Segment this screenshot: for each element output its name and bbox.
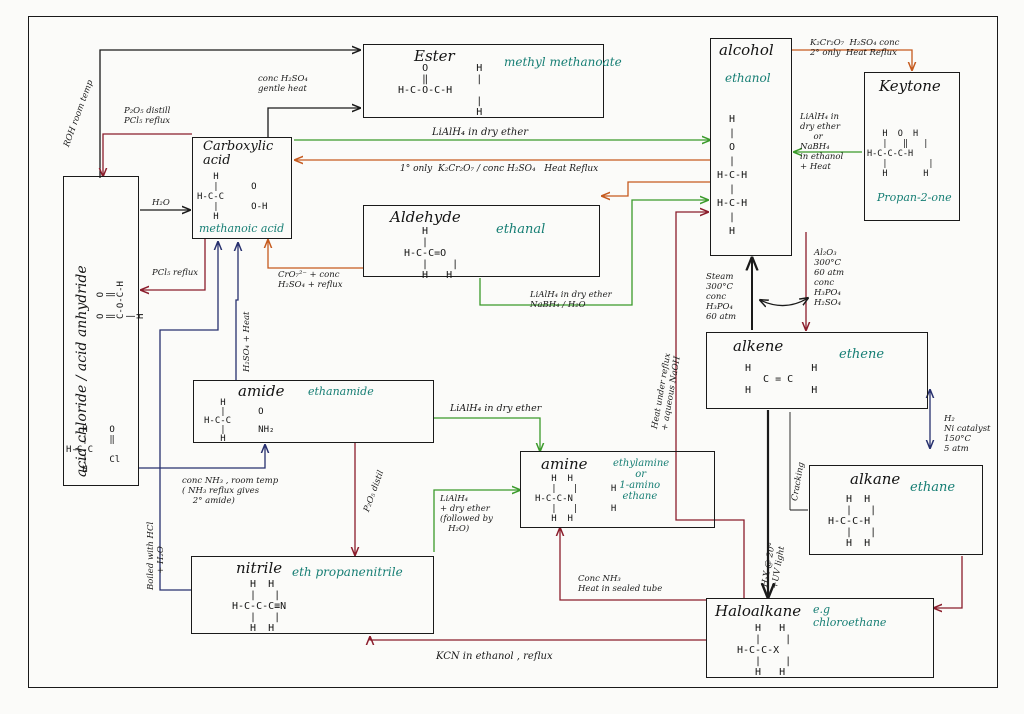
alcohol-structure: H | O | H-C-H | H-C-H | H	[717, 114, 748, 237]
node-amine: amine ethylamine or 1-amino ethane H H |…	[520, 451, 715, 528]
arrow-acid-to-ester	[267, 108, 360, 137]
label-secondary-oxidation: K₂Cr₂O₇ H₂SO₄ conc 2° only Heat Reflux	[810, 38, 900, 58]
carboxylic-acid-example: methanoic acid	[199, 222, 285, 235]
node-keytone: Keytone H O H | ‖ | H-C-C-C-H | | H H Pr…	[864, 72, 960, 221]
arrow-cracking	[789, 412, 808, 511]
arrow-haloalkane-to-nitrile	[370, 637, 706, 640]
keytone-title: Keytone	[879, 77, 941, 95]
arrow-pcl5-reflux	[141, 238, 206, 290]
arrow-acid-to-chloride-top	[103, 133, 192, 176]
aldehyde-example: ethanal	[496, 222, 546, 237]
arrow-amide-to-acid	[236, 243, 238, 380]
label-steam-hydration: Steam 300°C conc H₃PO₄ 60 atm	[706, 272, 737, 322]
ester-example: methyl methanoate	[504, 55, 622, 69]
node-alkane: alkane ethane H H | | H-C-C-H | | H H	[809, 465, 983, 555]
alcohol-example: ethanol	[725, 71, 771, 85]
label-cr2o7-conc: CrO₇²⁻ + conc H₂SO₄ + reflux	[278, 270, 343, 290]
label-lialh4-dry-ether: LiAlH₄ in dry ether	[432, 127, 529, 138]
arrow-haloalkane-to-amine	[560, 528, 706, 601]
label-keytone-reduction: LiAlH₄ in dry ether or NaBH₄ in ethanol …	[800, 112, 844, 172]
arrow-amide-to-amine	[434, 417, 540, 451]
nitrile-example: eth propanenitrile	[292, 565, 403, 579]
label-primary-oxidation: 1° only K₂Cr₂O₇ / conc H₂SO₄ Heat Reflux	[400, 164, 599, 174]
amine-structure: H H | | H H-C-C-N | | H H H	[535, 474, 617, 524]
node-acid-chloride: acid chloride / acid anhydride O O ‖ ‖ C…	[63, 176, 146, 486]
amine-example: ethylamine or 1-amino ethane	[613, 458, 670, 502]
alkane-title: alkane	[850, 470, 901, 488]
nitrile-structure: H H | | H-C-C-C≡N | | H H	[232, 579, 287, 634]
label-pcl5-reflux: PCl₅ reflux	[152, 268, 199, 278]
arrow-alkane-to-haloalkane	[934, 556, 963, 608]
label-amide-to-amine: LiAlH₄ in dry ether	[450, 403, 542, 414]
node-amide: amide ethanamide H | O H-C-C | NH₂ H	[193, 380, 434, 444]
node-carboxylic-acid: Carboxylic acid H | O H-C-C | O-H H meth…	[192, 137, 292, 239]
ester-title: Ester	[414, 47, 455, 65]
aldehyde-structure: H | H-C-C=O | | H H	[404, 226, 459, 281]
arrow-haloalkane-to-alcohol	[675, 212, 745, 598]
keytone-example: Propan-2-one	[877, 191, 952, 204]
node-nitrile: nitrile eth propanenitrile H H | | H-C-C…	[191, 556, 434, 634]
label-boiled-hcl: Boiled with HCl + H₂O	[146, 521, 166, 590]
label-hydrogenation: H₂ Ni catalyst 150°C 5 atm	[944, 414, 991, 454]
arrow-chloride-to-amide	[139, 445, 265, 469]
label-h2so4-heat: H₂SO₄ + Heat	[242, 311, 252, 372]
arrow-reversible-curve	[760, 298, 808, 306]
label-kcn-ethanol: KCN in ethanol , reflux	[436, 651, 553, 662]
alcohol-title: alcohol	[719, 41, 774, 59]
aldehyde-title: Aldehyde	[390, 208, 461, 226]
node-alkene: alkene ethene H H C = C H H	[706, 332, 928, 409]
carboxylic-acid-structure: H | O H-C-C | O-H H	[197, 172, 268, 222]
alkene-structure: H H C = C H H	[745, 363, 818, 396]
arrow-nitrile-to-amine	[433, 490, 520, 552]
label-h2o: H₂O	[152, 198, 170, 208]
alkane-structure: H H | | H-C-C-H | | H H	[828, 494, 877, 549]
alkane-example: ethane	[910, 480, 956, 495]
amide-structure: H | O H-C-C | NH₂ H	[204, 398, 275, 444]
label-nitrile-to-amine: LiAlH₄ + dry ether (followed by H₂O)	[440, 494, 493, 534]
label-dehydration: Al₂O₃ 300°C 60 atm conc H₃PO₄ H₂SO₄	[814, 248, 845, 308]
carboxylic-acid-title: Carboxylic acid	[203, 139, 274, 168]
haloalkane-structure: H H | | H-C-C-X | | H H	[737, 623, 792, 678]
node-aldehyde: Aldehyde ethanal H | H-C-C=O | | H H	[363, 205, 600, 281]
page-border	[28, 16, 998, 688]
alkene-example: ethene	[839, 347, 885, 362]
amide-title: amide	[238, 382, 285, 400]
amide-example: ethanamide	[308, 385, 374, 398]
label-conc-h2so4-gentle-heat: conc H₂SO₄ gentle heat	[258, 74, 308, 94]
alkene-title: alkene	[733, 337, 784, 355]
acid-chloride-structure: H O | ‖ H-C-C | Cl H	[66, 425, 121, 475]
label-p2o5-distill: P₂O₅ distill PCl₅ reflux	[124, 106, 171, 126]
amine-title: amine	[541, 455, 588, 473]
label-conc-nh3-room-temp: conc NH₃ , room temp ( NH₃ reflux gives …	[182, 476, 279, 506]
arrow-aldehyde-to-alcohol	[479, 200, 708, 306]
arrow-nitrile-to-acid	[159, 242, 218, 591]
haloalkane-example: e.g chloroethane	[813, 603, 887, 629]
node-haloalkane: Haloalkane e.g chloroethane H H | | H-C-…	[706, 598, 934, 678]
ester-structure: O H ‖ | H-C-O-C-H | H	[398, 63, 483, 118]
haloalkane-title: Haloalkane	[715, 602, 802, 620]
arrow-alcohol-to-aldehyde	[602, 181, 710, 196]
acid-anhydride-structure: O O ‖ ‖ C-O-C-H | H	[96, 281, 146, 319]
arrow-aldehyde-to-acid	[268, 240, 363, 269]
keytone-structure: H O H | ‖ | H-C-C-C-H | | H H	[867, 129, 934, 179]
nitrile-title: nitrile	[236, 559, 283, 577]
arrow-alcohol-to-keytone	[792, 49, 912, 70]
node-ester: Ester methyl methanoate O H ‖ | H-C-O-C-…	[363, 44, 622, 118]
label-lialh4-nabh4: LiAlH₄ in dry ether NaBH₄ / H₂O	[530, 290, 612, 310]
label-conc-nh3-sealed: Conc NH₃ Heat in sealed tube	[578, 574, 663, 594]
node-alcohol: alcohol ethanol H | O | H-C-H | H-C-H | …	[710, 38, 792, 256]
arrow-roh-room-temp	[99, 50, 360, 178]
